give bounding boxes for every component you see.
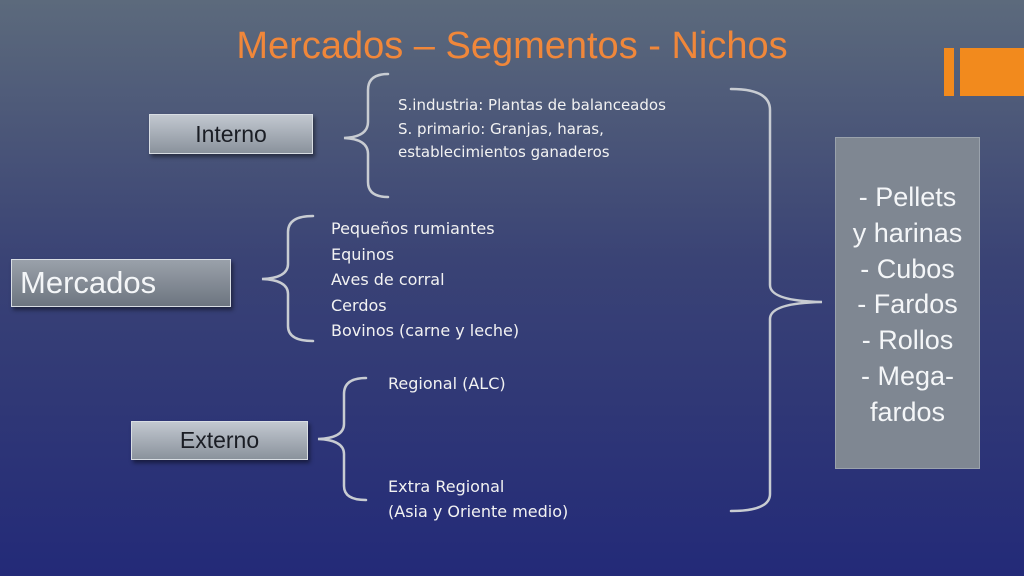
segment-line: S. primario: Granjas, haras,	[398, 119, 604, 138]
product-item: y harinas	[852, 217, 963, 248]
nicho-item: Aves de corral	[331, 270, 445, 290]
extra-regional-text: Extra Regional (Asia y Oriente medio)	[388, 474, 568, 524]
extra-regional-line: (Asia y Oriente medio)	[388, 502, 569, 521]
nicho-item: Equinos	[331, 244, 395, 264]
regional-line: Regional (ALC)	[388, 374, 506, 393]
logo-bar	[944, 48, 954, 96]
interno-segments-text: S.industria: Plantas de balanceados S. p…	[398, 94, 666, 165]
product-item: - Cubos	[860, 253, 955, 284]
product-item: fardos	[869, 396, 946, 427]
products-box: - Pellets y harinas - Cubos - Fardos - R…	[835, 137, 980, 469]
product-item: - Mega-	[860, 360, 955, 391]
nicho-item: Pequeños rumiantes	[331, 219, 495, 238]
mercados-box: Mercados	[11, 259, 231, 307]
externo-box: Externo	[131, 421, 308, 460]
bracket-externo	[317, 376, 368, 502]
regional-text: Regional (ALC)	[388, 372, 506, 396]
logo-bar	[960, 48, 1024, 96]
slide-title: Mercados – Segmentos - Nichos	[236, 25, 788, 67]
product-item: - Pellets	[858, 182, 957, 212]
bracket-nichos	[261, 214, 315, 343]
nicho-item: Cerdos	[331, 295, 387, 315]
nichos-list: Pequeños rumiantes Equinos Aves de corra…	[331, 216, 519, 344]
segment-line: establecimientos ganaderos	[398, 143, 610, 161]
extra-regional-line: Extra Regional	[388, 477, 505, 496]
logo-bars-icon	[944, 48, 1024, 96]
bracket-products	[729, 87, 823, 513]
nicho-item: Bovinos (carne y leche)	[331, 321, 520, 341]
product-item: - Fardos	[857, 289, 958, 320]
interno-box: Interno	[149, 114, 313, 154]
product-item: - Rollos	[861, 325, 954, 356]
bracket-interno	[343, 72, 390, 199]
segment-line: S.industria: Plantas de balanceados	[398, 96, 666, 114]
